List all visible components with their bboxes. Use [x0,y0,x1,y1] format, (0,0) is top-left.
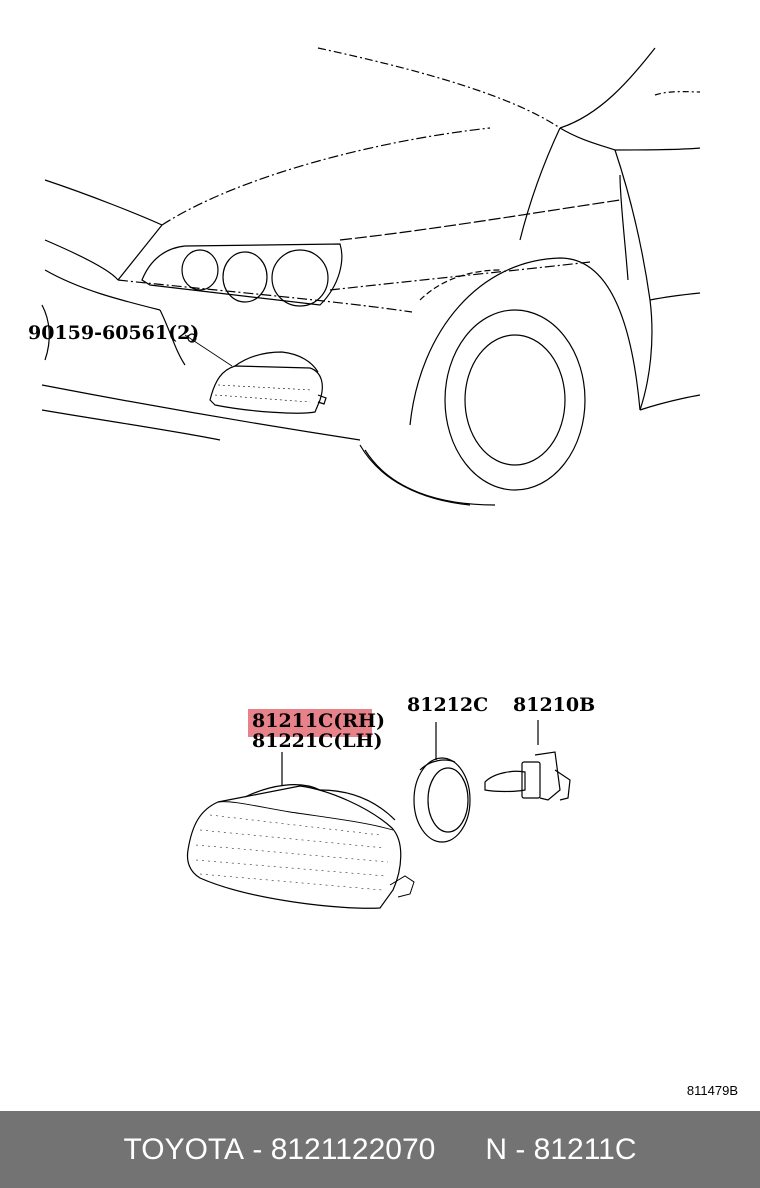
figure-number: 811479B [686,1083,738,1098]
screw-callout: 90159-60561(2) [28,322,200,344]
part-number: 8121122070 [270,1132,436,1166]
fog-lamp-assembly [186,784,415,909]
lamp-rh-callout: 81211C(RH) [252,710,385,732]
separator: - [507,1132,534,1166]
ref-code: 81211C [533,1132,637,1166]
separator: - [244,1132,271,1166]
socket-callout: 81212C [407,694,489,716]
lamp-lh-callout: 81221C(LH) [252,730,383,752]
parts-diagram [41,47,701,909]
ref-label: N [485,1132,507,1166]
gap [435,1133,485,1167]
brand-label: TOYOTA [123,1132,245,1166]
wheel [359,257,641,506]
car-fog-lamp [184,333,327,414]
car-body [41,47,701,441]
highlight-box [248,709,372,737]
footer-bar: TOYOTA - 8121122070 N - 81211C [0,1111,760,1188]
bulb [484,720,571,801]
socket-ring [413,722,471,843]
bulb-callout: 81210B [513,694,596,716]
headlamp [141,243,343,307]
